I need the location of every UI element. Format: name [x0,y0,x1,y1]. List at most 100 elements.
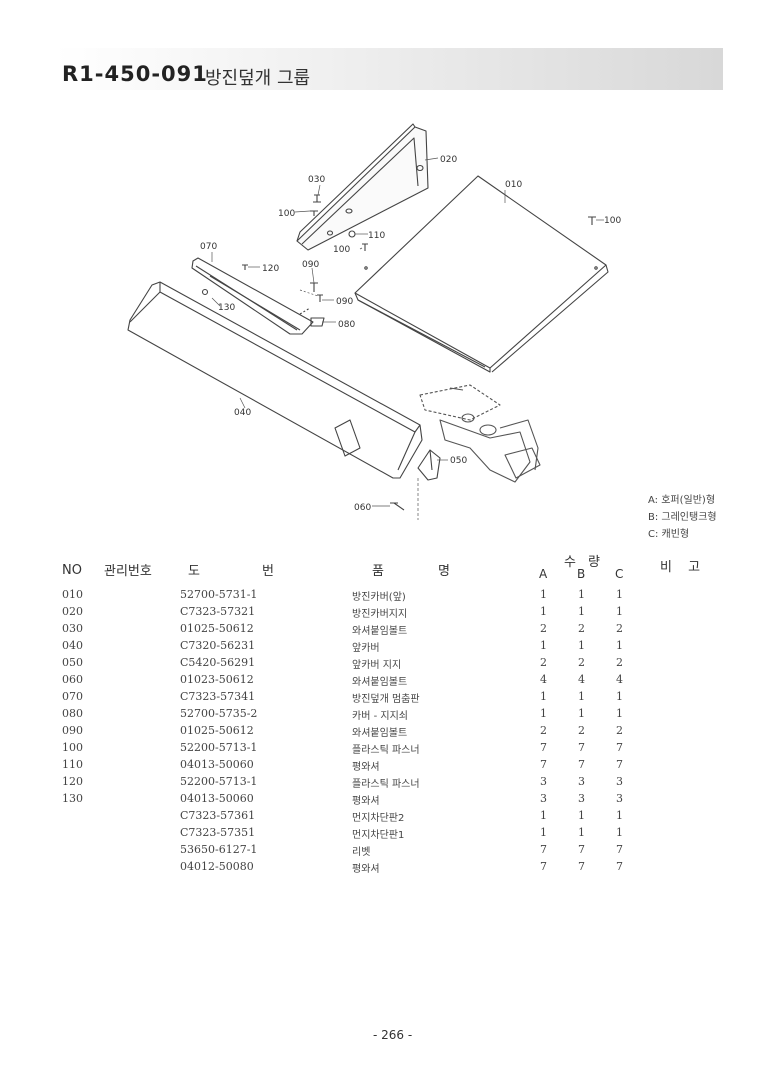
cell-part-name: 먼지차단판1 [352,830,405,841]
table-row: 030 01025-50612 와셔붙임볼트 2 2 2 [0,622,773,639]
cell-qty-c: 7 [616,843,623,856]
cell-qty-a: 7 [540,843,547,856]
fastener-080 [310,317,325,327]
part-040-front-cover [127,281,423,479]
table-row: 020 C7323-57321 방진카버지지 1 1 1 [0,605,773,622]
title-banner [55,48,723,90]
header-no: NO [62,563,82,578]
callout-050: 050 [450,456,467,466]
header-qty-1: 수 [564,555,576,570]
exploded-parts-diagram: 020 010 030 100 110 100 100 070 120 130 … [127,123,621,520]
part-020-support-bracket [296,123,429,251]
cell-qty-c: 2 [616,724,623,737]
cell-part-number: 04013-50060 [180,792,254,805]
cell-part-name: 플라스틱 파스너 [352,745,420,756]
cell-qty-c: 4 [616,673,623,686]
cell-qty-b: 1 [578,588,585,601]
cell-qty-b: 1 [578,605,585,618]
cell-part-number: 01025-50612 [180,724,254,737]
header-a: A [539,567,548,581]
cell-part-number: 52200-5713-1 [180,741,258,754]
cell-part-number: C7323-57341 [180,690,256,703]
cell-qty-b: 2 [578,656,585,669]
group-name: 방진덮개 그룹 [205,68,311,89]
cell-part-name: 평와셔 [352,864,380,875]
cell-qty-b: 2 [578,622,585,635]
cell-part-name: 방진카버(앞) [352,592,406,603]
cell-no: 130 [62,792,83,805]
cell-qty-b: 7 [578,843,585,856]
callout-030: 030 [308,175,325,185]
header-drawing-1: 도 [188,564,200,579]
cell-no: 080 [62,707,83,720]
cell-part-name: 카버 - 지지쇠 [352,711,408,722]
cell-qty-c: 3 [616,775,623,788]
cell-no: 010 [62,588,83,601]
cell-no: 030 [62,622,83,635]
fastener-100-right [588,216,596,225]
cell-qty-c: 2 [616,622,623,635]
callout-040: 040 [234,408,251,418]
cell-qty-b: 1 [578,639,585,652]
cell-no: 100 [62,741,83,754]
fastener-100-lower [362,243,368,251]
table-row: 070 C7323-57341 방진덮개 멈춤판 1 1 1 [0,690,773,707]
legend-a: A: 호퍼(일반)형 [648,495,716,506]
cell-qty-a: 2 [540,656,547,669]
cell-part-name: 리벳 [352,847,371,858]
callout-020: 020 [440,155,457,165]
callout-100-left: 100 [278,209,295,219]
table-row: 080 52700-5735-2 카버 - 지지쇠 1 1 1 [0,707,773,724]
cell-qty-c: 1 [616,809,623,822]
callout-100-lower: 100 [333,245,350,255]
legend-b: B: 그레인탱크형 [648,512,717,523]
header-c: C [615,567,624,581]
table-row: 040 C7320-56231 앞카버 1 1 1 [0,639,773,656]
cell-part-number: 04012-50080 [180,860,254,873]
cell-part-number: 04013-50060 [180,758,254,771]
cell-qty-b: 3 [578,792,585,805]
header-name-1: 품 [372,564,384,579]
cell-qty-a: 7 [540,741,547,754]
cell-part-number: C7323-57321 [180,605,256,618]
callout-070: 070 [200,242,217,252]
page-number: - 266 - [373,1028,413,1042]
cell-qty-c: 7 [616,758,623,771]
table-row: 120 52200-5713-1 플라스틱 파스너 3 3 3 [0,775,773,792]
cell-no: 090 [62,724,83,737]
cell-part-name: 평와셔 [352,796,380,807]
cell-qty-b: 7 [578,741,585,754]
part-070-dust-cover-stopper [191,257,314,335]
cell-part-number: 01023-50612 [180,673,254,686]
cell-part-number: 53650-6127-1 [180,843,258,856]
cell-qty-a: 3 [540,775,547,788]
cell-no: 110 [62,758,83,771]
cell-part-number: 01025-50612 [180,622,254,635]
callout-100-right: 100 [604,216,621,226]
cell-qty-c: 1 [616,690,623,703]
cell-part-number: C7323-57361 [180,809,256,822]
cell-no: 120 [62,775,83,788]
table-row: 010 52700-5731-1 방진카버(앞) 1 1 1 [0,588,773,605]
cell-no: 070 [62,690,83,703]
cell-qty-b: 4 [578,673,585,686]
cell-part-number: 52700-5735-2 [180,707,258,720]
cell-no: 020 [62,605,83,618]
cell-qty-a: 3 [540,792,547,805]
cell-no: 050 [62,656,83,669]
table-row: C7323-57361 먼지차단판2 1 1 1 [0,809,773,826]
leader-lines [211,157,604,520]
cell-qty-b: 7 [578,860,585,873]
fastener-100-left [310,210,318,216]
cell-part-name: 앞카버 [352,643,380,654]
callout-110: 110 [368,231,385,241]
table-row: 110 04013-50060 평와셔 7 7 7 [0,758,773,775]
cell-qty-a: 1 [540,809,547,822]
cell-qty-c: 1 [616,707,623,720]
legend-c: C: 캐빈형 [648,529,690,540]
cell-part-number: C5420-56291 [180,656,256,669]
cell-qty-c: 1 [616,588,623,601]
cell-qty-c: 1 [616,639,623,652]
table-row: 04012-50080 평와셔 7 7 7 [0,860,773,877]
cell-qty-a: 7 [540,860,547,873]
